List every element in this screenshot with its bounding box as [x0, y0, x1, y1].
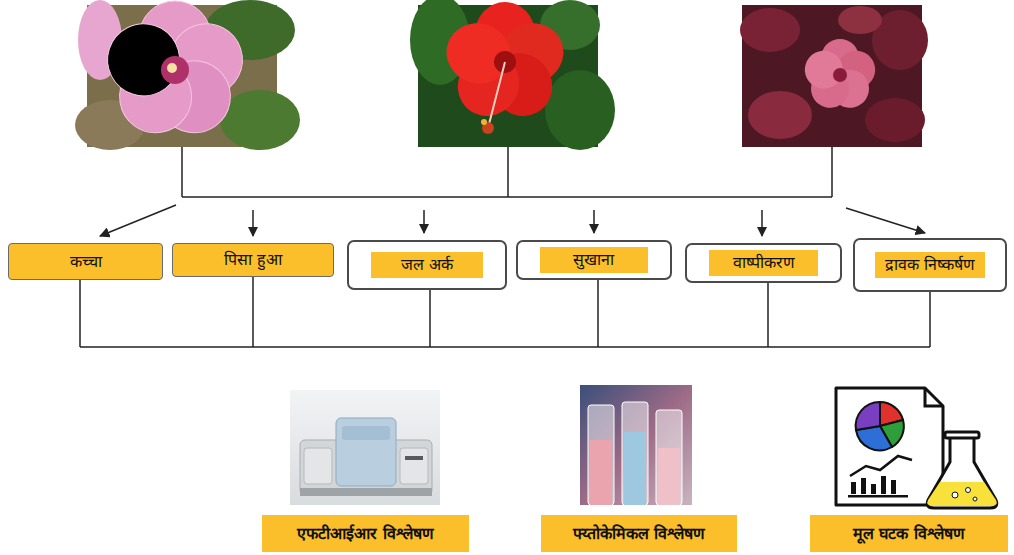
ftir-instrument-part	[336, 418, 396, 486]
test-tubes-part	[580, 385, 692, 505]
report-flask-icon-part	[891, 480, 896, 494]
flower-photo-part	[545, 70, 615, 150]
analysis-label: एफटीआईआर विश्लेषण	[262, 515, 469, 552]
flower-photo	[740, 5, 928, 147]
flower-photo-part	[833, 68, 847, 82]
flower-photo-part	[865, 98, 925, 142]
flower-photo-part	[800, 46, 848, 94]
ftir-instrument-part	[304, 448, 332, 484]
process-box: जल अर्क	[347, 240, 507, 290]
connector-line-part	[181, 147, 183, 197]
flower-photo-part	[161, 56, 189, 84]
test-tubes-part	[622, 402, 648, 505]
process-box: सुखाना	[516, 240, 672, 280]
report-flask-icon-part	[836, 388, 943, 505]
box-text: कच्चा	[70, 252, 102, 272]
test-tubes-part	[656, 410, 682, 505]
report-flask-icon-part	[973, 497, 977, 501]
flower-photo-part	[740, 8, 800, 52]
connector-line-part	[80, 346, 930, 348]
box-text: वाष्पीकरण	[709, 250, 819, 276]
flower-photo-part	[838, 6, 882, 34]
test-tubes-part	[590, 440, 612, 505]
flower-photo-part	[748, 91, 812, 139]
connector-line-part	[767, 272, 769, 347]
ftir-instrument-part	[300, 488, 432, 496]
box-text: फ्य्तोकेमिकल विश्लेषण	[573, 524, 706, 544]
arrow-part	[761, 210, 763, 236]
flower-photo-part	[439, 15, 518, 92]
connector-line-part	[929, 285, 931, 347]
box-text: सुखाना	[540, 247, 649, 273]
arrow-part	[423, 210, 425, 233]
ftir-instrument-part	[400, 448, 428, 484]
report-flask-icon-part	[952, 492, 958, 498]
box-text: पिसा हुआ	[224, 250, 282, 270]
flower-photo	[75, 0, 300, 150]
process-box: वाष्पीकरण	[685, 243, 842, 283]
connector-line	[182, 147, 832, 197]
report-flask-icon	[836, 388, 997, 508]
flower-photo-part	[98, 1, 251, 147]
ftir-instrument-part	[405, 456, 423, 460]
report-flask-icon-part	[966, 488, 971, 493]
report-flask-icon-part	[856, 402, 880, 430]
test-tubes-part	[588, 405, 614, 505]
arrow-part	[846, 208, 925, 233]
process-box: द्रावक निष्कर्षण	[853, 238, 1007, 292]
report-flask-icon-part	[945, 432, 979, 438]
report-flask-icon-part	[927, 482, 997, 506]
test-tubes-part	[658, 448, 680, 505]
connector-line-part	[252, 272, 254, 347]
arrow-part	[100, 205, 176, 236]
connector-line-part	[429, 285, 431, 347]
report-flask-icon-part	[861, 478, 866, 494]
box-text: द्रावक निष्कर्षण	[875, 252, 985, 278]
connector-line-part	[79, 275, 81, 347]
arrow-part	[593, 210, 595, 233]
analysis-label: फ्य्तोकेमिकल विश्लेषण	[541, 515, 737, 552]
connector-line-part	[597, 272, 599, 347]
test-tubes-part	[624, 432, 646, 505]
flower-photo-part	[488, 62, 505, 128]
arrow	[100, 205, 925, 236]
ftir-instrument-part	[290, 390, 440, 505]
report-flask-icon-part	[851, 482, 856, 494]
box-text: मूल घटक विश्लेषण	[853, 524, 965, 544]
process-box: कच्चा	[8, 243, 163, 280]
flower-photo-part	[439, 2, 572, 128]
arrow-part	[252, 210, 254, 236]
box-text: एफटीआईआर विश्लेषण	[297, 524, 434, 544]
flower-photo-part	[800, 39, 880, 115]
flower-photo-part	[220, 90, 300, 150]
connector-line-part	[831, 147, 833, 197]
test-tubes	[580, 385, 692, 505]
report-flask-icon-part	[881, 476, 886, 494]
report-flask-icon-part	[927, 436, 997, 508]
ftir-instrument	[290, 390, 440, 505]
connector-line-part	[507, 147, 509, 197]
flower-photo	[410, 0, 615, 150]
flower-photo-part	[481, 119, 487, 125]
report-flask-icon-part	[871, 484, 876, 494]
connector-line-part	[182, 196, 832, 198]
ftir-instrument-part	[342, 426, 390, 440]
report-flask-icon-part	[848, 495, 908, 498]
report-flask-icon-part	[850, 456, 912, 476]
flower-photo-part	[167, 63, 177, 73]
box-text: जल अर्क	[371, 252, 483, 278]
process-box: पिसा हुआ	[172, 243, 334, 277]
flower-photo-part	[98, 14, 189, 105]
report-flask-icon-part	[925, 388, 943, 406]
analysis-label: मूल घटक विश्लेषण	[810, 515, 1008, 552]
